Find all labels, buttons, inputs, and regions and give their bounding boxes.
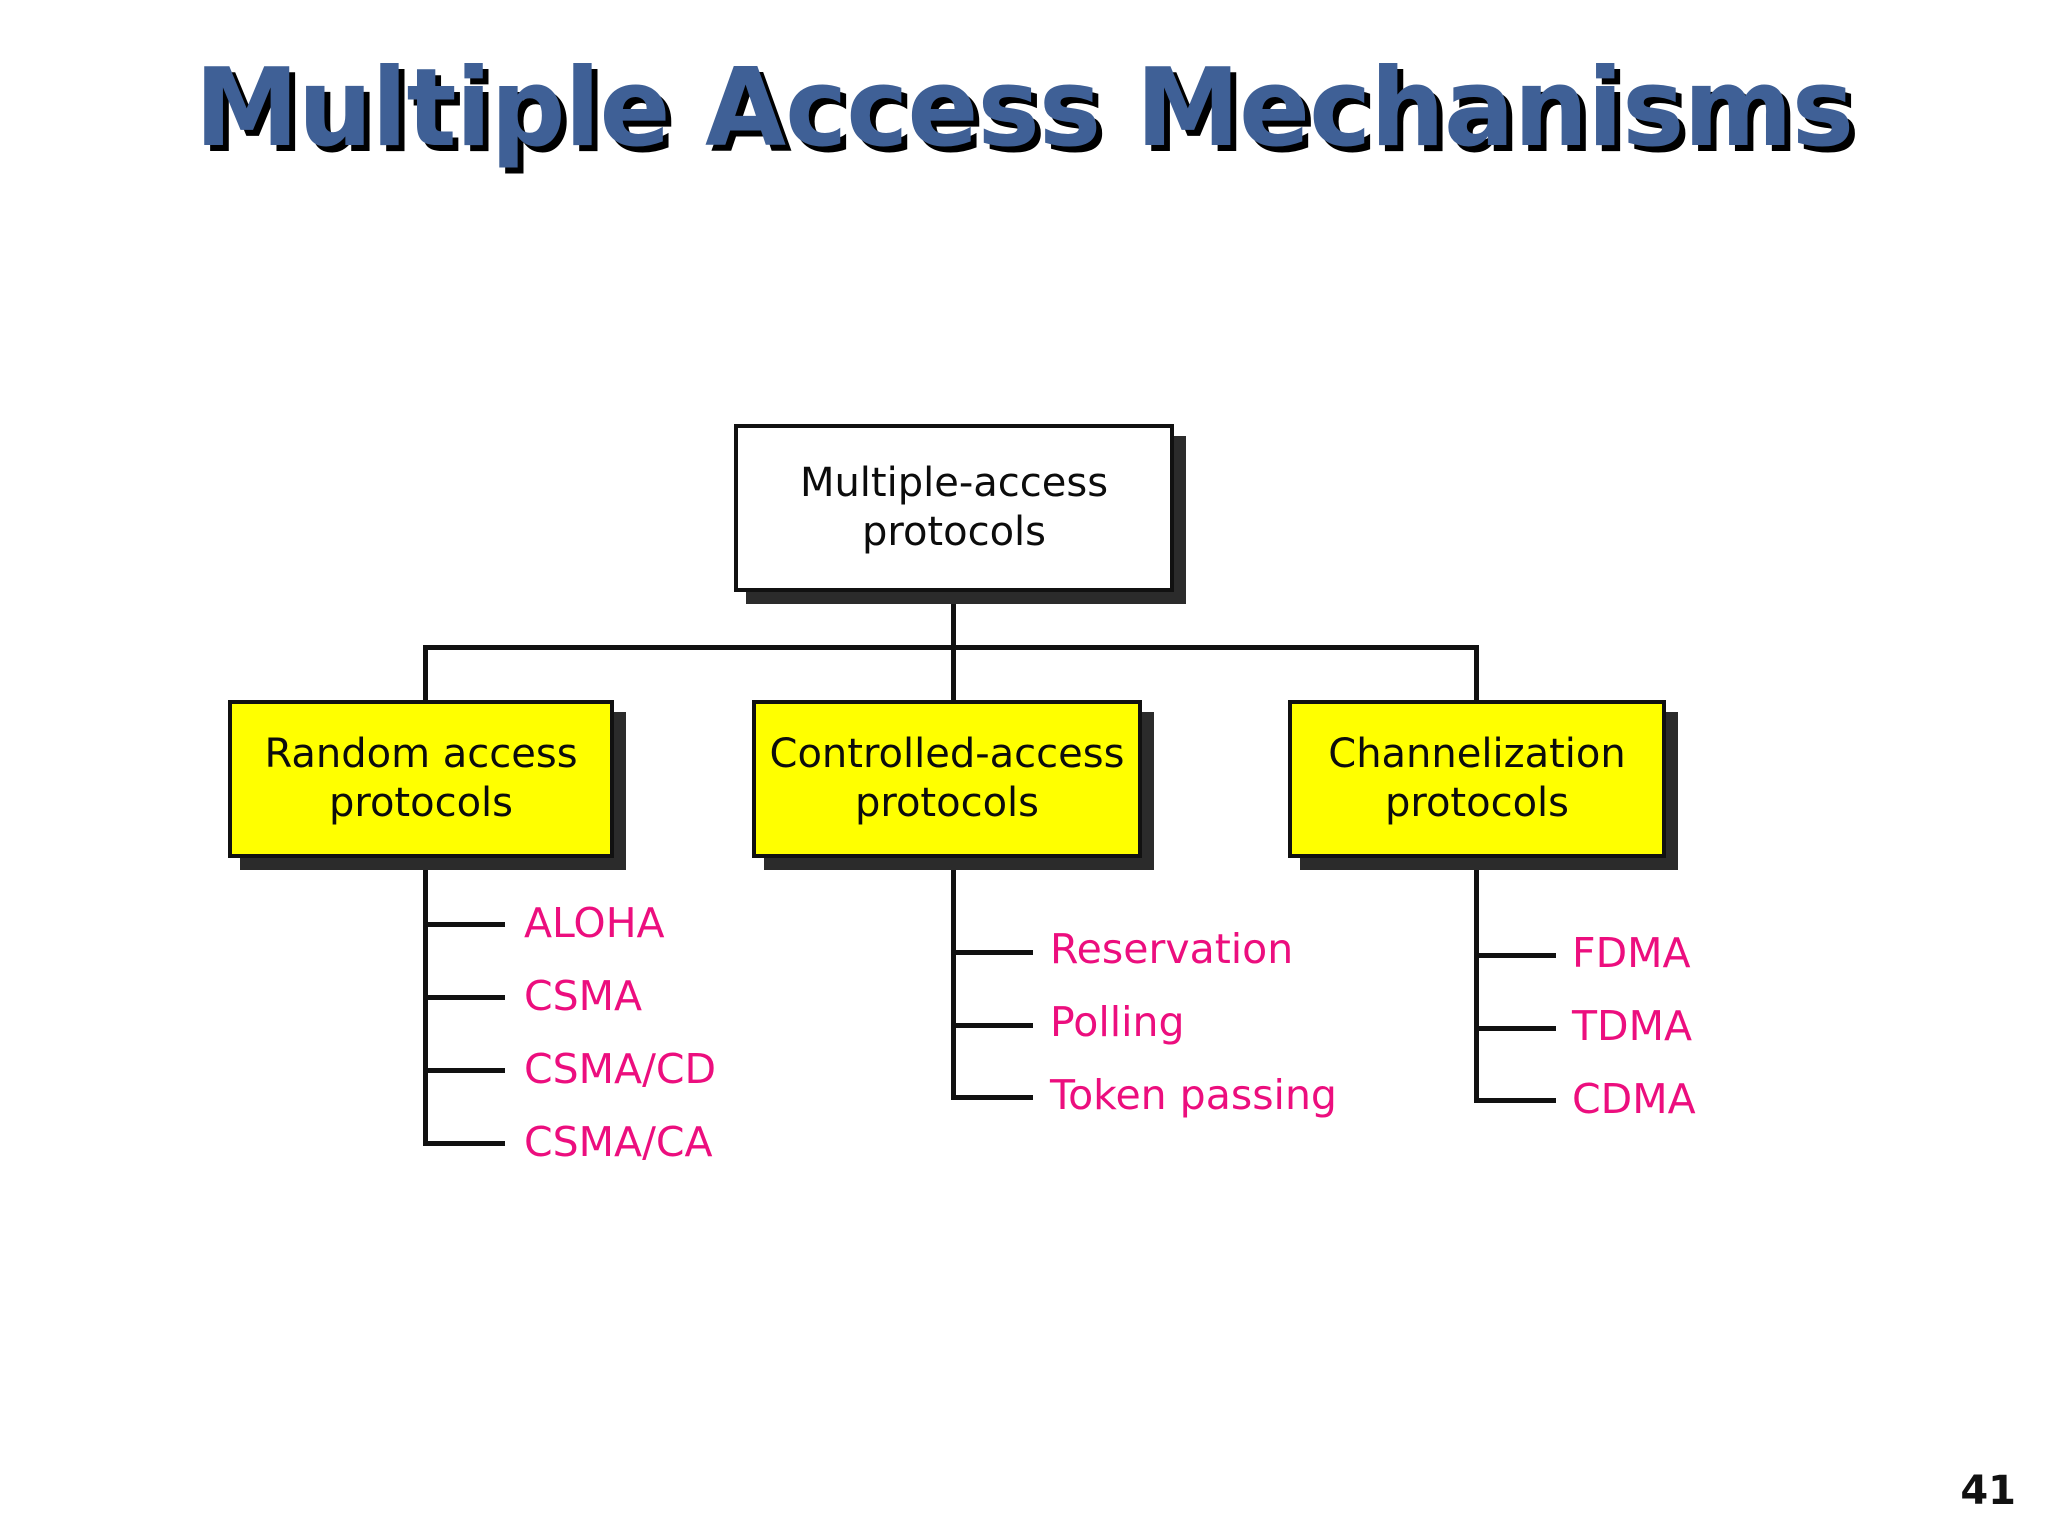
leaf-label: CSMA <box>524 972 643 1020</box>
connector-leaf-stem <box>951 950 1033 955</box>
connector-spine-random <box>423 855 428 1145</box>
node-label-line2: protocols <box>854 780 1039 826</box>
connector-drop-random <box>423 645 428 703</box>
connector-drop-channelization <box>1474 645 1479 703</box>
node-label: Channelization protocols <box>1328 730 1625 828</box>
node-label-line1: Multiple-access <box>799 460 1109 507</box>
node-label-line2: protocols <box>861 509 1046 555</box>
page-number: 41 <box>1960 1468 2016 1514</box>
node-label-line1: Random access <box>264 731 578 778</box>
node-label-line2: protocols <box>1384 780 1569 826</box>
node-channelization-protocols[interactable]: Channelization protocols <box>1288 700 1666 858</box>
node-label: Random access protocols <box>264 730 577 828</box>
node-multiple-access-protocols[interactable]: Multiple-access protocols <box>734 424 1174 592</box>
page-title: Multiple Access Mechanisms <box>194 46 1854 171</box>
leaf-label: ALOHA <box>524 899 665 947</box>
leaf-label: Reservation <box>1050 925 1294 973</box>
connector-leaf-stem <box>423 995 505 1000</box>
leaf-label: CSMA/CD <box>524 1045 717 1093</box>
leaf-label: Polling <box>1050 998 1185 1046</box>
node-label: Multiple-access protocols <box>800 459 1108 557</box>
leaf-label: TDMA <box>1572 1002 1693 1050</box>
leaf-label: FDMA <box>1572 929 1691 977</box>
node-label: Controlled-access protocols <box>770 730 1125 828</box>
leaf-label: CDMA <box>1572 1075 1696 1123</box>
node-controlled-access-protocols[interactable]: Controlled-access protocols <box>752 700 1142 858</box>
page-title-container: Multiple Access Mechanisms <box>0 46 2048 171</box>
node-label-line1: Channelization <box>1328 731 1626 778</box>
connector-leaf-stem <box>1474 953 1556 958</box>
node-random-access-protocols[interactable]: Random access protocols <box>228 700 614 858</box>
node-label-line1: Controlled-access <box>769 731 1125 778</box>
connector-drop-controlled <box>951 645 956 703</box>
connector-leaf-stem <box>423 1068 505 1073</box>
connector-leaf-stem <box>423 922 505 927</box>
connector-leaf-stem <box>1474 1098 1556 1103</box>
connector-leaf-stem <box>1474 1026 1556 1031</box>
connector-leaf-stem <box>951 1095 1033 1100</box>
node-label-line2: protocols <box>328 780 513 826</box>
leaf-label: CSMA/CA <box>524 1118 713 1166</box>
connector-leaf-stem <box>423 1141 505 1146</box>
connector-root-stem <box>951 588 956 648</box>
leaf-label: Token passing <box>1050 1071 1337 1119</box>
connector-spine-channelization <box>1474 855 1479 1101</box>
connector-leaf-stem <box>951 1023 1033 1028</box>
connector-spine-controlled <box>951 855 956 1098</box>
